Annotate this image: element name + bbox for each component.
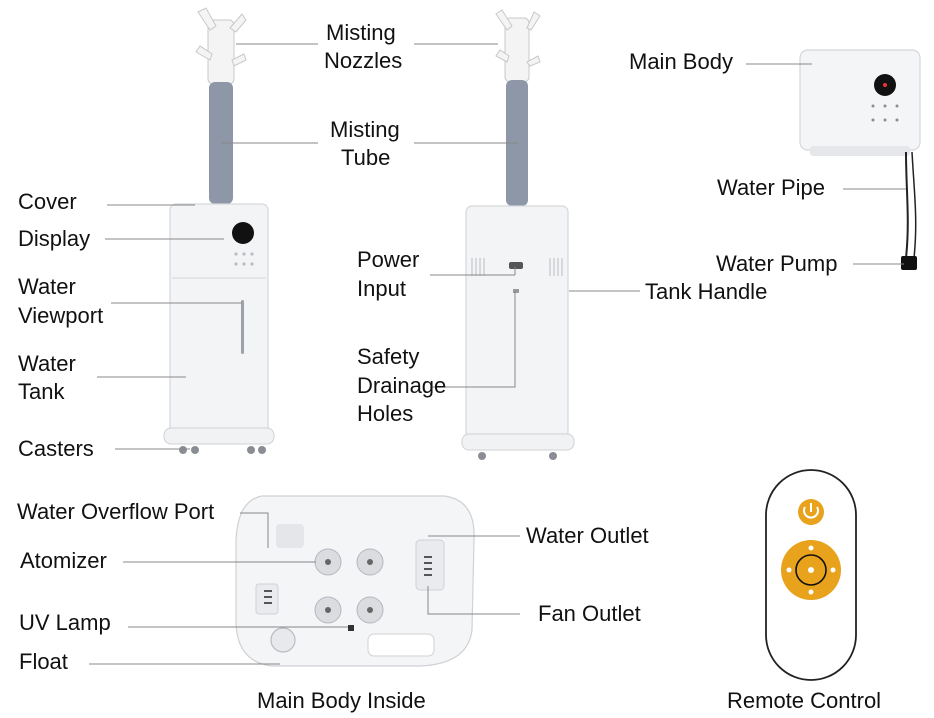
label-casters: Casters [18, 436, 94, 461]
label-misting-tube-line2: Tube [341, 145, 391, 170]
water-pump-block [901, 256, 917, 270]
label-float: Float [19, 649, 68, 674]
main-body-inside-view [235, 495, 475, 667]
label-water-tank-line2: Tank [18, 379, 65, 404]
main-body-unit [799, 49, 921, 270]
humidifier-front-view [163, 7, 275, 454]
caster-base-back [461, 433, 575, 451]
label-water-overflow-port: Water Overflow Port [17, 499, 215, 524]
label-misting-nozzles-line2: Nozzles [324, 48, 403, 73]
float-part [270, 627, 296, 653]
display-knob [232, 222, 254, 244]
power-input-socket [509, 262, 523, 269]
caption-main-body-inside: Main Body Inside [257, 688, 426, 713]
label-power-input-line2: Input [357, 276, 406, 301]
label-water-pipe: Water Pipe [717, 175, 826, 200]
label-uv-lamp: UV Lamp [19, 610, 111, 635]
label-safety-drainage-line2: Drainage [357, 373, 447, 398]
label-water-tank-line1: Water [18, 351, 76, 376]
caster-base-front [163, 427, 275, 445]
label-display: Display [18, 226, 91, 251]
label-main-body: Main Body [629, 49, 733, 74]
tank-body-front [169, 203, 269, 433]
water-viewport-window [241, 300, 244, 354]
label-cover: Cover [18, 189, 77, 214]
label-water-viewport-line1: Water [18, 274, 76, 299]
label-misting-tube-line1: Misting [330, 117, 400, 142]
label-water-viewport-line2: Viewport [18, 303, 104, 328]
leader-lines [89, 43, 906, 665]
label-tank-handle: Tank Handle [645, 279, 768, 304]
label-safety-drainage-line3: Holes [357, 401, 414, 426]
label-water-pump: Water Pump [716, 251, 838, 276]
label-power-input-line1: Power [357, 247, 420, 272]
caption-remote-control: Remote Control [727, 688, 882, 713]
label-atomizer: Atomizer [20, 548, 107, 573]
humidifier-back-view [461, 9, 575, 460]
tank-body-back [465, 205, 569, 439]
label-fan-outlet: Fan Outlet [538, 601, 641, 626]
label-water-outlet: Water Outlet [526, 523, 649, 548]
remote-control-device [765, 469, 857, 681]
misting-nozzles-front [195, 7, 247, 85]
label-misting-nozzles-line1: Misting [326, 20, 396, 45]
water-pipe-line [905, 151, 909, 259]
label-safety-drainage-line1: Safety [357, 344, 420, 369]
